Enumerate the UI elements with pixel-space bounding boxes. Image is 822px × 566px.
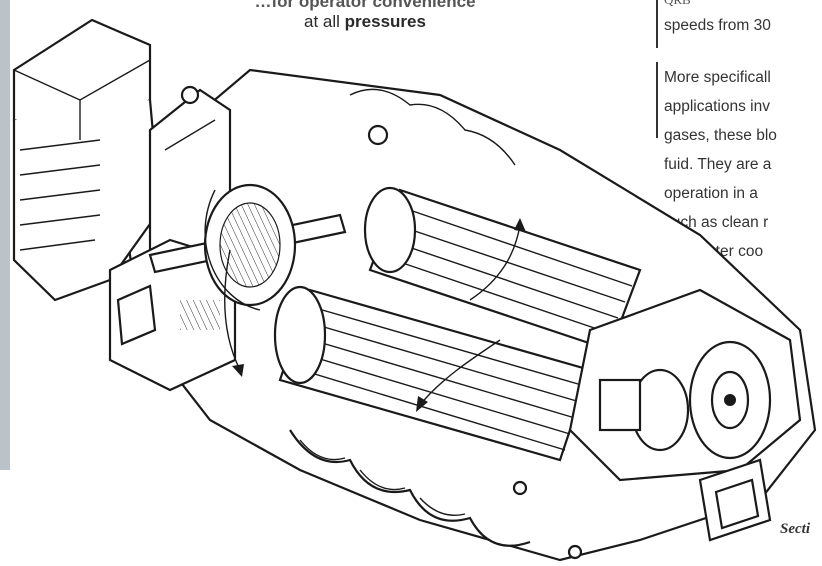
upper-rotor xyxy=(363,186,642,352)
column-rule-middle xyxy=(656,62,658,138)
headline-line-1: …for operator convenience xyxy=(254,0,476,11)
column-line-3: gases, these blo xyxy=(664,127,777,144)
column-line-speeds: speeds from 30 xyxy=(664,17,771,34)
left-color-strip xyxy=(0,0,10,470)
column-fragment-top: QRB xyxy=(664,0,691,8)
column-line-5: operation in a xyxy=(664,185,758,202)
headline: …for operator convenience at all pressur… xyxy=(240,0,490,32)
column-line-2: applications inv xyxy=(664,98,770,115)
lower-rotor xyxy=(273,285,592,462)
column-line-4: fuid. They are a xyxy=(664,156,772,173)
motor-unit xyxy=(12,18,162,302)
rotation-arrows xyxy=(224,218,526,412)
left-end-housing xyxy=(108,238,237,392)
motor-cooling-fins xyxy=(19,139,101,251)
headline-line-2-prefix: at all xyxy=(304,12,345,31)
headline-line-2-bold: pressures xyxy=(344,12,426,31)
housing-bolts xyxy=(180,85,583,560)
right-end-port xyxy=(698,458,772,542)
gearbox xyxy=(568,288,802,482)
column-line-6: such as clean r xyxy=(664,214,769,231)
headline-line-2: at all pressures xyxy=(240,12,490,32)
column-rule-top xyxy=(656,0,658,48)
housing-scallops xyxy=(289,429,531,547)
fan-wheel xyxy=(203,183,297,311)
figure-caption: Secti xyxy=(780,521,810,537)
column-line-1: More specificall xyxy=(664,69,771,86)
